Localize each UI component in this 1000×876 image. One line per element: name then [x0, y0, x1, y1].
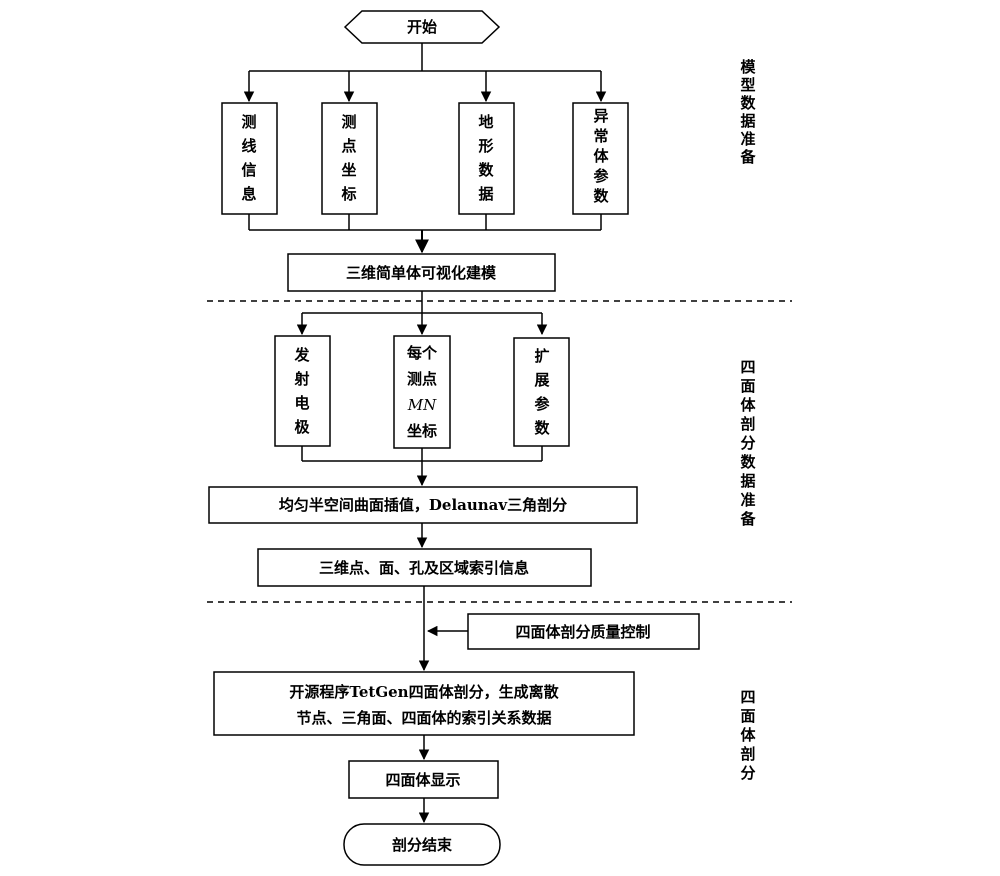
stage-label-char: 分 [740, 434, 755, 452]
terrain-char: 形 [478, 137, 493, 155]
quality-control-label: 四面体剖分质量控制 [515, 623, 650, 641]
point-coords-char: 测 [341, 113, 356, 131]
mn-line: 坐标 [407, 422, 437, 440]
anomaly-char: 体 [593, 147, 609, 165]
electrode-char: 发 [293, 346, 310, 364]
start-node: 开始 [343, 10, 501, 44]
connectors-stage1 [243, 43, 607, 254]
electrode-char: 射 [293, 370, 309, 388]
stage-label-char: 准 [740, 130, 755, 148]
stage-label-char: 数 [740, 453, 756, 471]
stage-label-char: 模 [740, 58, 756, 76]
quality-control-box: 四面体剖分质量控制 [467, 613, 700, 650]
mn-label: MN [407, 396, 437, 414]
stage-label-char: 四 [740, 358, 755, 376]
stage-label-char: 剖 [740, 415, 755, 433]
stage-label-model-data: 模 型 数 据 准 备 [739, 58, 756, 166]
terrain-char: 数 [478, 161, 494, 179]
ext-params-char: 扩 [534, 347, 549, 365]
stage-label-char: 据 [740, 472, 755, 490]
terrain-char: 据 [478, 185, 493, 203]
stage-label-tetra-data: 四 面 体 剖 分 数 据 准 备 [739, 358, 756, 528]
connectors-stage3 [418, 586, 468, 824]
stage-label-char: 体 [740, 726, 756, 744]
electrode-char: 极 [294, 418, 310, 436]
point-coords-char: 标 [340, 185, 356, 203]
anomaly-box: 异 常 体 参 数 [572, 102, 629, 215]
stage-label-tetra: 四 面 体 剖 分 [740, 688, 756, 782]
stage-label-char: 分 [740, 764, 755, 782]
interpolation-box: 均匀半空间曲面插值，Delaunav三角剖分 [208, 486, 638, 524]
ext-params-box: 扩 展 参 数 [513, 337, 570, 447]
connectors-stage2 [296, 291, 548, 549]
mn-coords-box: 每个 测点 MN 坐标 [393, 335, 451, 449]
start-label: 开始 [407, 18, 437, 36]
terrain-char: 地 [478, 113, 493, 131]
stage-label-char: 体 [740, 396, 756, 414]
point-coords-char: 坐 [341, 161, 356, 179]
display-box: 四面体显示 [348, 760, 499, 799]
mn-line: 每个 [407, 344, 438, 362]
index-info-label: 三维点、面、孔及区域索引信息 [319, 559, 529, 577]
display-label: 四面体显示 [385, 771, 460, 789]
stage-label-char: 数 [740, 94, 756, 112]
modeling-label: 三维简单体可视化建模 [346, 264, 497, 282]
point-coords-box: 测 点 坐 标 [321, 102, 378, 215]
anomaly-char: 参 [593, 167, 609, 185]
stage-label-char: 剖 [740, 745, 755, 763]
tetgen-line: 开源程序TetGen四面体剖分，生成离散 [289, 683, 559, 701]
electrode-char: 电 [294, 394, 309, 412]
stage-label-char: 据 [740, 112, 755, 130]
anomaly-char: 常 [593, 127, 608, 145]
stage-label-char: 备 [739, 510, 756, 528]
line-info-char: 线 [241, 137, 256, 155]
tetgen-box: 开源程序TetGen四面体剖分，生成离散 节点、三角面、四面体的索引关系数据 [213, 671, 635, 736]
modeling-box: 三维简单体可视化建模 [287, 253, 556, 292]
ext-params-char: 展 [534, 371, 549, 389]
electrode-box: 发 射 电 极 [274, 335, 331, 447]
stage-label-char: 备 [739, 148, 756, 166]
line-info-box: 测 线 信 息 [221, 102, 278, 215]
end-node: 剖分结束 [343, 823, 501, 866]
stage-label-char: 四 [740, 688, 755, 706]
index-info-box: 三维点、面、孔及区域索引信息 [257, 548, 592, 587]
terrain-box: 地 形 数 据 [458, 102, 515, 215]
ext-params-char: 参 [534, 395, 550, 413]
line-info-char: 信 [241, 161, 256, 179]
anomaly-char: 数 [593, 187, 609, 205]
mn-line: 测点 [407, 370, 437, 388]
anomaly-char: 异 [593, 107, 608, 125]
ext-params-char: 数 [534, 419, 550, 437]
stage-label-char: 型 [740, 76, 755, 94]
point-coords-char: 点 [341, 137, 356, 155]
end-label: 剖分结束 [392, 836, 453, 854]
stage-label-char: 面 [740, 377, 755, 395]
stage-label-char: 面 [740, 707, 755, 725]
line-info-char: 测 [241, 113, 256, 131]
tetgen-line: 节点、三角面、四面体的索引关系数据 [296, 709, 551, 727]
line-info-char: 息 [241, 185, 256, 203]
stage-label-char: 准 [740, 491, 755, 509]
interpolation-label: 均匀半空间曲面插值，Delaunav三角剖分 [279, 496, 567, 514]
